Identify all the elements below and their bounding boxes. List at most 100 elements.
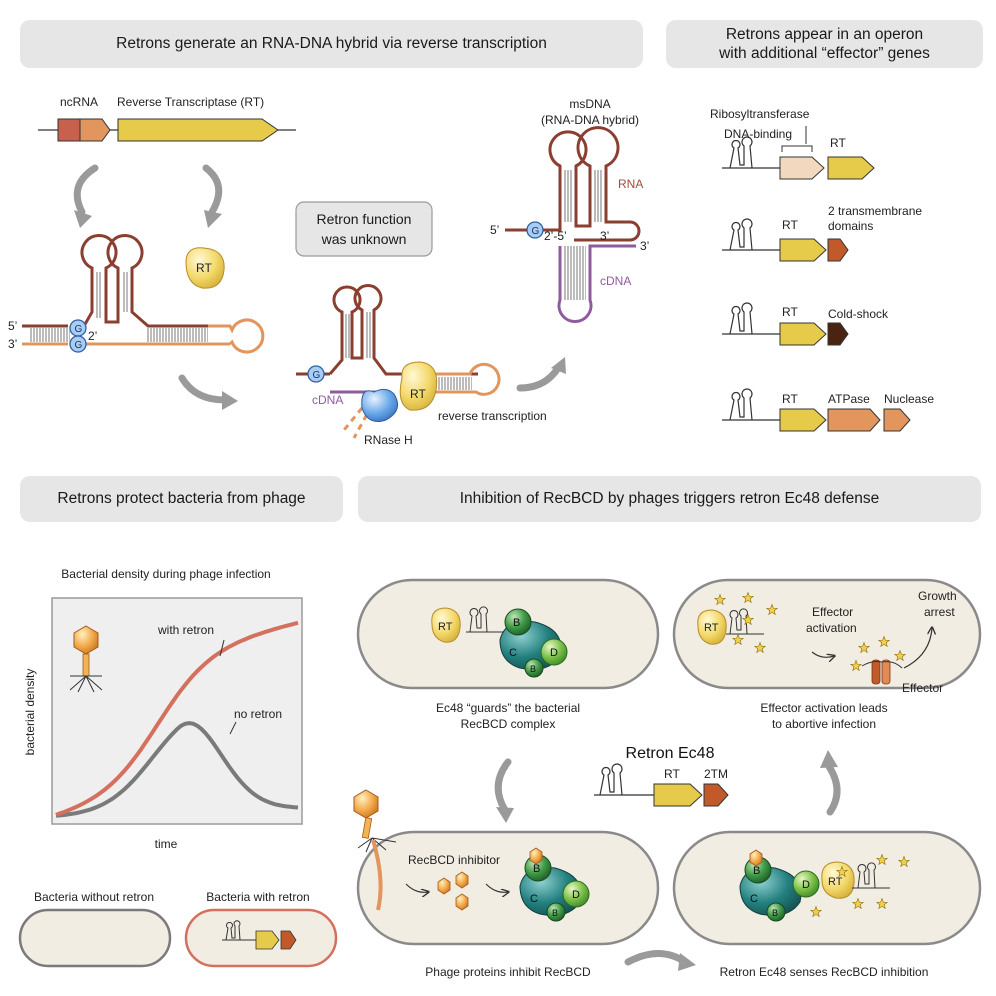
arrow-transcribe-left (73, 164, 99, 216)
op4-atp: ATPase (828, 392, 870, 406)
star-12 (851, 897, 865, 910)
cell2-caption1: Effector activation leads (760, 701, 887, 715)
operon-1: Ribosyltransferase DNA-binding RT (710, 107, 875, 180)
msdna-five-label: 5’ (490, 223, 499, 237)
b-c3: B (533, 863, 540, 875)
d-c1: D (550, 647, 558, 659)
op2-eff1: 2 transmembrane (828, 204, 922, 218)
star-9 (741, 613, 755, 626)
rnase-label: RNase H (364, 433, 413, 447)
recbcd-cell1: B C D B (499, 608, 568, 678)
g-label-msdna: G (532, 226, 540, 237)
effector-channel (861, 659, 903, 685)
op2-rt: RT (782, 218, 798, 232)
inhibitor-hexagons (437, 871, 469, 911)
b2-c1: B (530, 664, 536, 674)
arrow-heads (74, 210, 838, 971)
star-13 (875, 897, 889, 910)
phage-dna (371, 839, 383, 911)
header-rt-hybrid-text: Retrons generate an RNA-DNA hybrid via r… (116, 35, 547, 53)
rt-cell2 (697, 609, 727, 645)
series-with-label: with retron (157, 623, 214, 637)
arrow-to-msdna (516, 364, 562, 392)
two-prime-label: 2’ (88, 329, 97, 343)
series-with-retron (55, 620, 299, 817)
recbcd-cell4: B C D B (739, 849, 820, 922)
header-recbcd-text: Inhibition of RecBCD by phages triggers … (459, 490, 880, 508)
operon-2: RT 2 transmembrane domains (722, 204, 922, 262)
chart-xlabel: time (155, 837, 178, 851)
rt-cell1 (431, 607, 461, 643)
cell2-caption2: to abortive infection (772, 717, 876, 731)
op2-eff2: domains (828, 219, 873, 233)
d-c4: D (802, 879, 810, 891)
star-10 (875, 853, 889, 866)
cell1-caption1: Ec48 “guards” the bacterial (436, 701, 580, 715)
rna-stemloop-structure: G G 5’ 3’ 2’ (8, 234, 265, 354)
op3-rt: RT (782, 305, 798, 319)
arrow-cycle-right (624, 950, 689, 966)
reverse-transcription-structure: G RT cDNA RNase H reverse transcription (296, 283, 547, 447)
arrow-to-rt (178, 374, 229, 404)
ec48-rt: RT (664, 767, 680, 781)
cell3-caption: Phage proteins inhibit RecBCD (425, 965, 591, 979)
msdna-link-label: 2’-5’ (544, 229, 567, 243)
star-14 (809, 905, 823, 918)
cell1-caption2: RecBCD complex (461, 717, 556, 731)
rt-mid-label: RT (410, 387, 426, 401)
cdna-mid-label: cDNA (312, 393, 343, 407)
g-label-2: G (75, 340, 83, 351)
ncrna-label: ncRNA (60, 95, 98, 109)
msdna-three-b: 3’ (640, 239, 649, 253)
chart-ylabel: bacterial density (23, 669, 37, 756)
chart-title: Bacterial density during phage infection (61, 567, 270, 581)
star-8 (849, 659, 863, 672)
header-protect: Retrons protect bacteria from phage (20, 476, 343, 522)
inhibitor-label: RecBCD inhibitor (408, 853, 500, 867)
unknown-function-box: Retron function was unknown (295, 201, 433, 257)
legend-with-label: Bacteria with retron (206, 890, 309, 904)
arrow-cycle-up (824, 761, 841, 816)
c-c3: C (530, 893, 538, 905)
star-2 (765, 603, 779, 616)
header-recbcd: Inhibition of RecBCD by phages triggers … (358, 476, 981, 522)
ec48-title: Retron Ec48 (626, 745, 715, 762)
effector-label: Effector (902, 681, 943, 695)
msdna-structure: msDNA (RNA-DNA hybrid) G RNA cDNA 5’ 2’-… (490, 97, 649, 323)
cells-ec48: RT B C D B Ec48 “guards” the bacterial R… (353, 578, 982, 979)
unknown-line2: was unknown (321, 231, 407, 247)
rt-gene-label: Reverse Transcriptase (RT) (117, 95, 264, 109)
series-no-label: no retron (234, 707, 282, 721)
unknown-line1: Retron function (317, 211, 412, 227)
five-prime-label: 5’ (8, 319, 17, 333)
arrow-cycle-down (494, 758, 512, 814)
eff-act1: Effector (812, 605, 853, 619)
b-c1: B (513, 617, 520, 629)
header-protect-text: Retrons protect bacteria from phage (57, 490, 306, 508)
op1-rt: RT (830, 136, 846, 150)
header-operon: Retrons appear in an operon with additio… (666, 20, 983, 68)
cell-inhibit (356, 830, 660, 946)
cell4-caption: Retron Ec48 senses RecBCD inhibition (720, 965, 929, 979)
header-operon-line1: Retrons appear in an operon (725, 25, 924, 43)
c-c4: C (750, 893, 758, 905)
ec48-2tm: 2TM (704, 767, 728, 781)
star-6 (877, 635, 891, 648)
op1-dnabind: DNA-binding (724, 127, 792, 141)
d-c3: D (572, 889, 580, 901)
stars-group (713, 591, 911, 918)
growth1: Growth (918, 589, 957, 603)
op1-ribo: Ribosyltransferase (710, 107, 810, 121)
g-label-1: G (75, 324, 83, 335)
curved-arrows (73, 164, 841, 966)
retron-gene: ncRNA Reverse Transcriptase (RT) (38, 95, 296, 142)
star-0 (713, 593, 727, 606)
star-11 (897, 855, 911, 868)
three-prime-label: 3’ (8, 337, 17, 351)
star-15 (835, 865, 849, 878)
msdna-rna-label: RNA (618, 177, 643, 191)
star-1 (741, 591, 755, 604)
b-c4: B (753, 865, 760, 877)
rt-cell1-label: RT (438, 621, 453, 633)
